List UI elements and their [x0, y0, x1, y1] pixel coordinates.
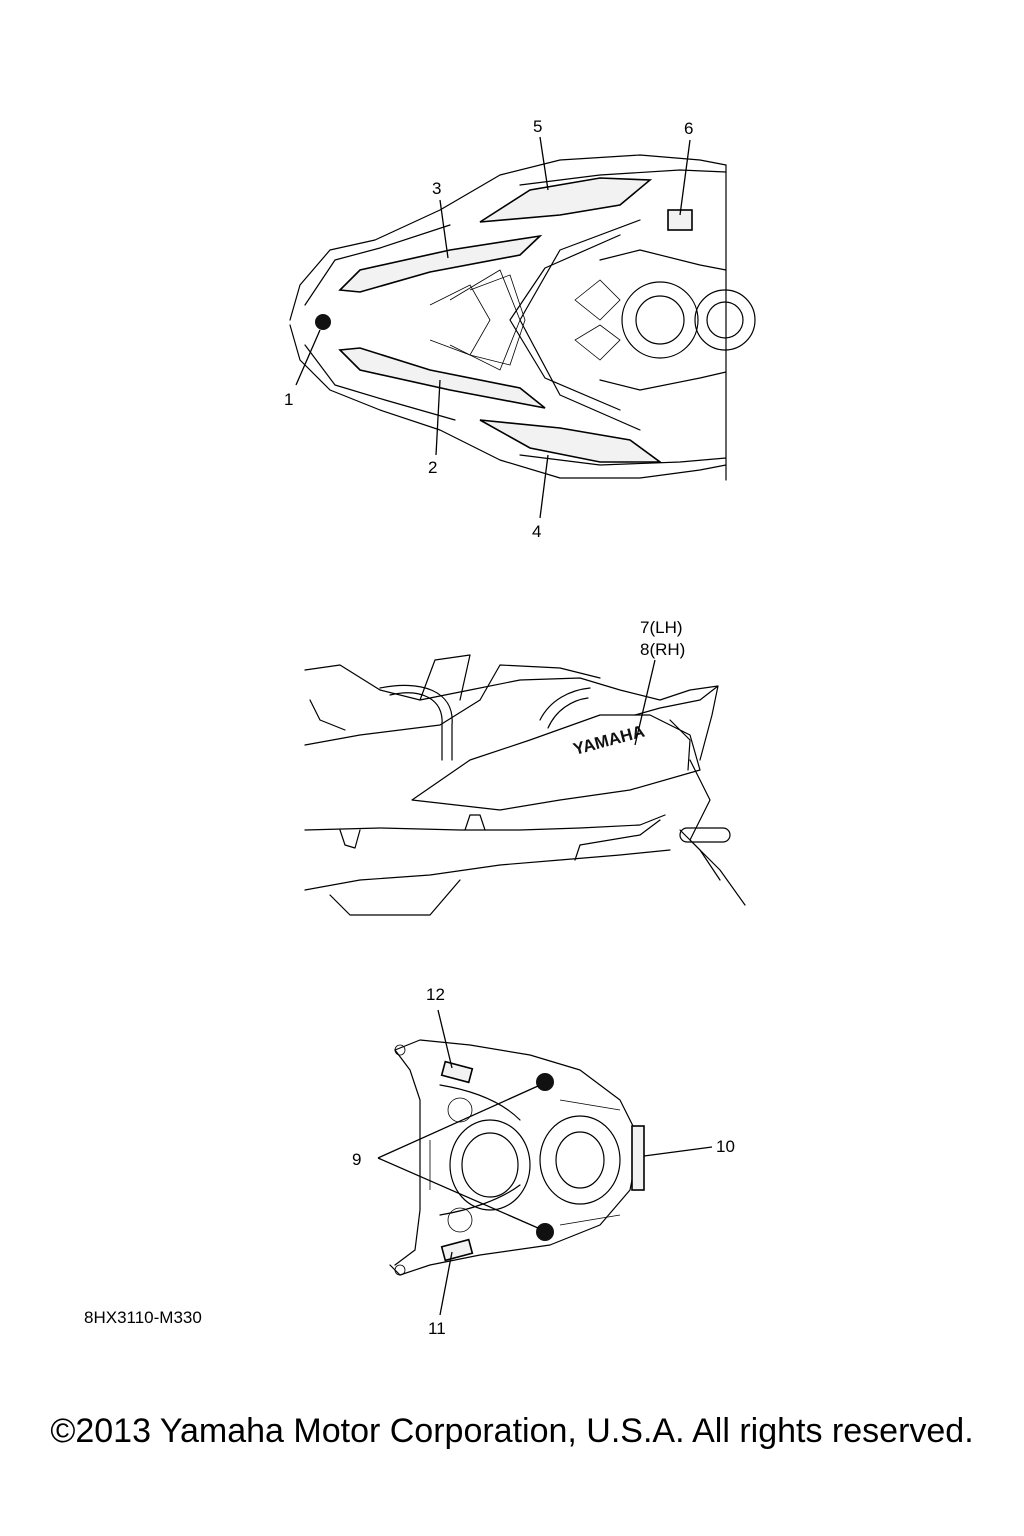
callout-8-rh: 8(RH) — [640, 640, 685, 659]
decal-5 — [479, 177, 653, 223]
decal-2 — [338, 347, 546, 409]
callout-3: 3 — [432, 179, 441, 198]
decal-10 — [631, 1125, 645, 1191]
decal-3 — [338, 234, 543, 293]
top-view-deck: 1 2 3 4 5 6 — [284, 117, 756, 541]
callout-12: 12 — [426, 985, 445, 1004]
callout-5: 5 — [533, 117, 542, 136]
callout-1: 1 — [284, 390, 293, 409]
side-view-hull: YAMAHA 7(LH) 8(RH) — [304, 618, 746, 916]
drawing-code: 8HX3110-M330 — [84, 1308, 202, 1327]
callout-9: 9 — [352, 1150, 361, 1169]
yamaha-side-decal: YAMAHA — [571, 722, 646, 759]
yamaha-emblem-upper — [536, 1073, 554, 1091]
callout-11: 11 — [428, 1319, 446, 1338]
callout-4: 4 — [532, 522, 541, 541]
decal-11 — [440, 1238, 474, 1262]
copyright-notice: ©2013 Yamaha Motor Corporation, U.S.A. A… — [50, 1412, 974, 1450]
decal-4 — [479, 419, 663, 463]
yamaha-emblem-1 — [315, 314, 331, 330]
callout-2: 2 — [428, 458, 437, 477]
yamaha-emblem-lower — [536, 1223, 554, 1241]
callout-10: 10 — [716, 1137, 735, 1156]
rear-deck-view: 9 10 11 12 — [352, 985, 735, 1338]
callout-6: 6 — [684, 119, 693, 138]
callout-7-lh: 7(LH) — [640, 618, 683, 637]
decal-12 — [440, 1060, 474, 1084]
decal-6 — [667, 209, 693, 231]
